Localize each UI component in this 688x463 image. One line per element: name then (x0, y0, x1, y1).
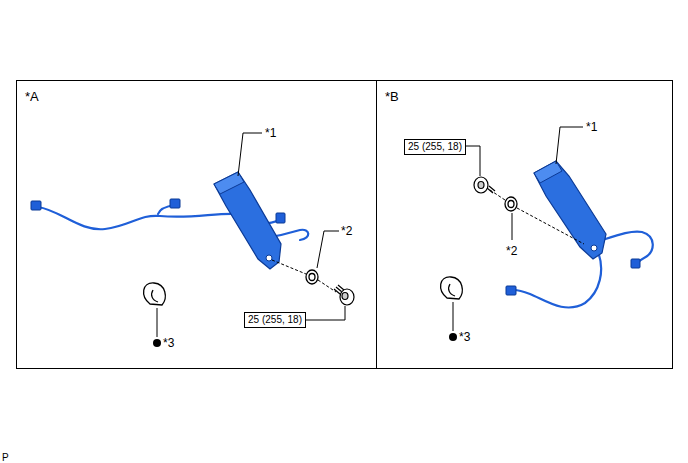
wire-connector (31, 199, 640, 295)
callout-number: *3 (459, 330, 470, 344)
new-part-dot (153, 333, 457, 347)
view-panel: *B 25 (255, 18) (376, 80, 673, 369)
leader-line (157, 127, 583, 337)
clip (144, 277, 463, 305)
bolt (334, 177, 495, 305)
page-code: P (2, 451, 9, 463)
seat-belt-buckle (214, 172, 281, 269)
view-panel: *A 25 (255, 18) (16, 80, 377, 369)
torque-spec-box: 25 (255, 18) (404, 139, 466, 155)
view-label: *B (385, 89, 399, 104)
assembly-line (272, 190, 584, 292)
torque-spec-box: 25 (255, 18) (244, 312, 306, 328)
view-label: *A (25, 89, 39, 104)
washer (306, 197, 517, 284)
seat-belt-buckle (534, 161, 606, 259)
harness-wire (38, 205, 653, 308)
callout-number: *1 (586, 120, 597, 134)
callout-number: *2 (506, 244, 517, 258)
callout-number: *1 (265, 126, 276, 140)
torque-value: 25 (255, 18) (248, 314, 302, 325)
callout-number: *2 (341, 224, 352, 238)
callout-number: *3 (163, 336, 174, 350)
torque-value: 25 (255, 18) (408, 141, 462, 152)
